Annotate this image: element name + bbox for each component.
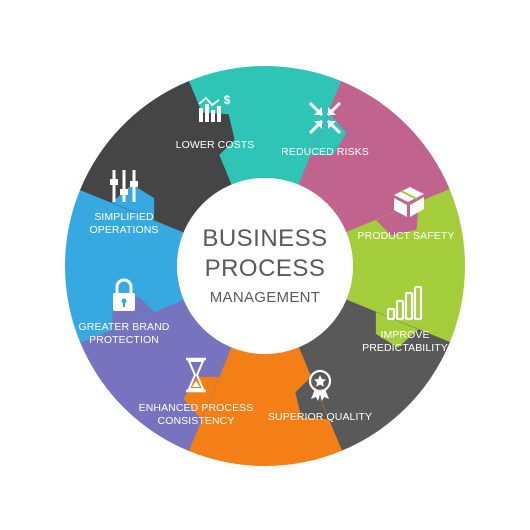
segment-label-simplified-operations-line2: OPERATIONS: [89, 224, 158, 236]
segment-simplified-operations: [80, 81, 232, 233]
segment-superior-quality: [187, 347, 343, 466]
center-title-line1: BUSINESS: [202, 225, 327, 252]
segment-label-lower-costs: LOWER COSTS: [176, 139, 255, 151]
segment-label-improve-predictability-line1: IMPROVE: [380, 329, 429, 341]
segment-improve-predictability: [298, 299, 450, 451]
package-box-icon: [394, 187, 424, 217]
center-title-line3: MANAGEMENT: [210, 289, 321, 306]
segment-label-simplified-operations-line1: SIMPLIFIED: [94, 211, 154, 223]
segment-label-greater-brand-protection-line1: GREATER BRAND: [79, 321, 170, 333]
svg-text:$: $: [224, 93, 231, 107]
segment-tab-lower-costs: [310, 112, 347, 156]
segment-tab-superior-quality: [183, 376, 220, 420]
segment-label-enhanced-process-consistency-line1: ENHANCED PROCESS: [139, 402, 254, 414]
segment-tab-product-safety: [375, 311, 419, 348]
segment-tab-reduced-risks: [375, 202, 419, 236]
center-circle: [177, 178, 353, 354]
segment-greater-brand-protection: [65, 188, 184, 344]
segment-tab-simplified-operations: [201, 112, 235, 156]
segments-layer: [65, 66, 466, 466]
center-title-line2: PROCESS: [205, 255, 326, 282]
segment-label-greater-brand-protection-line2: PROTECTION: [89, 334, 159, 346]
award-badge-icon: [308, 369, 332, 401]
segment-label-reduced-risks: REDUCED RISKS: [281, 146, 369, 158]
segment-product-safety: [346, 188, 466, 344]
segment-label-improve-predictability-line2: PREDICTABILITY: [362, 342, 448, 354]
hourglass-icon: [186, 357, 206, 393]
segment-label-product-safety: PRODUCT SAFETY: [358, 230, 455, 242]
segment-label-enhanced-process-consistency-line2: CONSISTENCY: [158, 415, 235, 427]
segment-lower-costs: [187, 66, 343, 185]
arrows-inward-icon: [308, 101, 342, 135]
padlock-icon: [113, 278, 135, 311]
rising-bars-icon: [386, 285, 423, 321]
sliders-icon: [110, 170, 138, 202]
segment-label-superior-quality: SUPERIOR QUALITY: [268, 411, 372, 423]
segment-enhanced-process-consistency: [80, 299, 232, 451]
chart-dollar-icon: $: [198, 93, 231, 122]
